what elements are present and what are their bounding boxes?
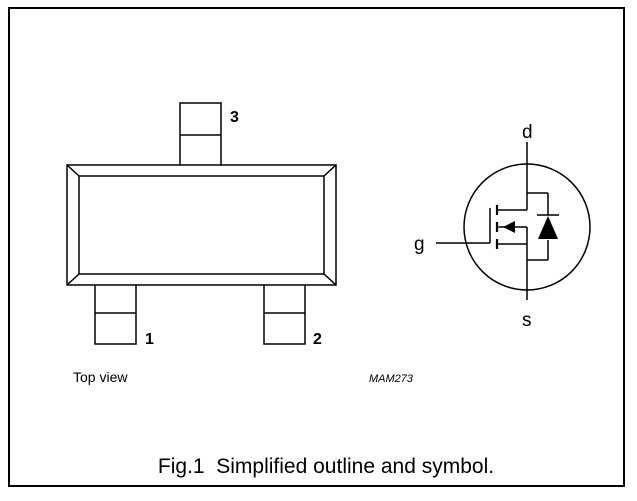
gate-label: g [414, 234, 425, 255]
pin-2-number: 2 [313, 331, 322, 348]
pin-3-lead [179, 102, 222, 167]
figure-frame [8, 7, 625, 487]
mosfet-symbol [436, 142, 591, 300]
figure-caption: Fig.1 Simplified outline and symbol. [158, 455, 494, 478]
pin-3-number: 3 [230, 109, 239, 126]
package-outline [66, 102, 337, 345]
pin-2-lead [263, 282, 306, 345]
pin-1-number: 1 [145, 331, 154, 348]
drain-label: d [522, 122, 533, 143]
pin-1-lead [94, 282, 137, 345]
body-arrow-icon [503, 221, 515, 233]
package-body [66, 164, 337, 286]
source-label: s [522, 310, 532, 331]
figure-code: MAM273 [369, 373, 414, 385]
top-view-label: Top view [73, 369, 128, 385]
diode-triangle-icon [538, 216, 558, 239]
